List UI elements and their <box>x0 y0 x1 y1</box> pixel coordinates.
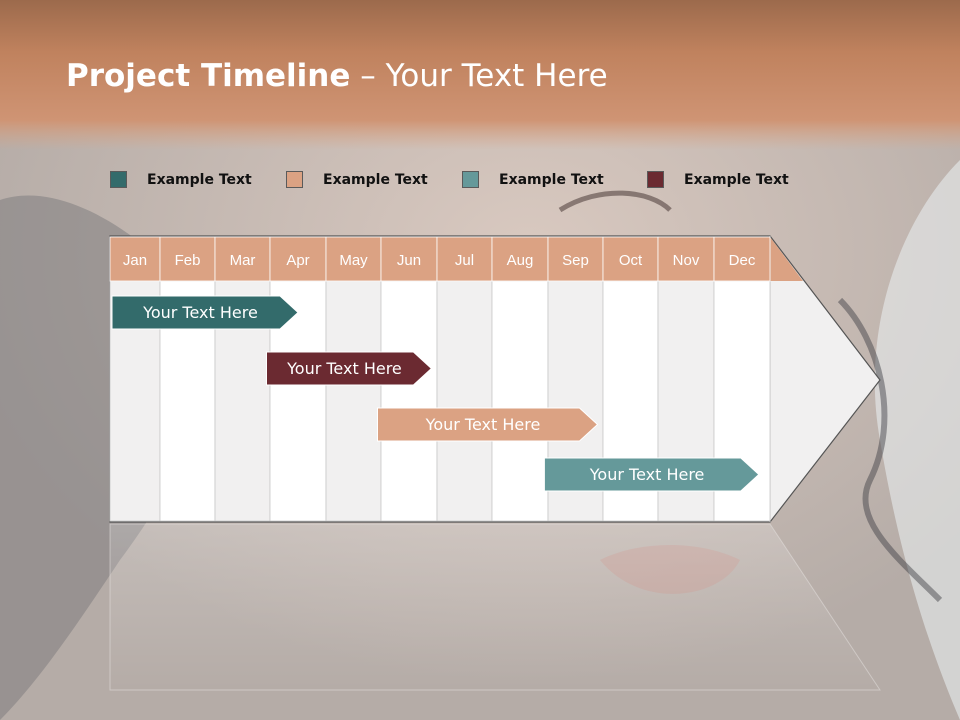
month-header-cell <box>214 236 271 282</box>
month-column <box>436 280 493 522</box>
month-label: May <box>339 252 368 269</box>
title-bold: Project Timeline <box>66 58 351 94</box>
legend-label-3: Example Text <box>499 172 604 188</box>
task-bar-label: Your Text Here <box>589 465 705 484</box>
month-column <box>325 280 382 522</box>
legend-label-4: Example Text <box>684 172 789 188</box>
month-column <box>491 280 549 522</box>
task-bar: Your Text Here <box>377 407 599 442</box>
month-label: Feb <box>175 252 201 269</box>
month-header-cell <box>269 236 327 282</box>
month-label: Aug <box>507 252 534 269</box>
month-header-cell <box>713 236 771 282</box>
task-bar-shape <box>111 295 299 330</box>
month-column <box>380 280 438 522</box>
month-label: Jul <box>455 252 474 269</box>
month-header-cell <box>325 236 382 282</box>
timeline-header-tip <box>770 237 803 281</box>
task-bar: Your Text Here <box>543 457 760 492</box>
legend-swatch-2 <box>286 171 303 188</box>
month-header-cell <box>109 236 161 282</box>
title-rest: – Your Text Here <box>350 58 608 94</box>
task-bar: Your Text Here <box>266 351 433 386</box>
month-label: Jan <box>123 252 147 269</box>
task-bar-label: Your Text Here <box>142 303 258 322</box>
month-label: Apr <box>286 252 309 269</box>
legend-label-2: Example Text <box>323 172 428 188</box>
page-title: Project Timeline – Your Text Here <box>66 58 608 94</box>
month-label: Sep <box>562 252 589 269</box>
legend-swatch-3 <box>462 171 479 188</box>
task-bar: Your Text Here <box>111 295 299 330</box>
task-bar-label: Your Text Here <box>425 415 541 434</box>
month-label: Nov <box>673 252 700 269</box>
task-bar-label: Your Text Here <box>286 359 402 378</box>
month-header-cell <box>380 236 438 282</box>
task-bar-shape <box>266 351 433 386</box>
month-label: Oct <box>619 252 643 269</box>
legend-swatch-1 <box>110 171 127 188</box>
month-header-cell <box>547 236 604 282</box>
month-label: Mar <box>230 252 256 269</box>
legend-label-1: Example Text <box>147 172 252 188</box>
month-header-cell <box>491 236 549 282</box>
task-bar-shape <box>543 457 760 492</box>
month-header-cell <box>159 236 216 282</box>
month-label: Dec <box>729 252 756 269</box>
timeline-reflection <box>109 523 881 691</box>
task-bar-shape <box>377 407 599 442</box>
legend-swatch-4 <box>647 171 664 188</box>
month-header-cell <box>436 236 493 282</box>
month-label: Jun <box>397 252 421 269</box>
